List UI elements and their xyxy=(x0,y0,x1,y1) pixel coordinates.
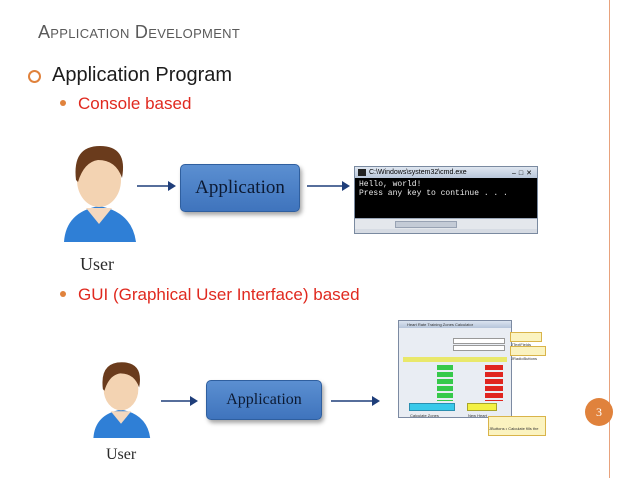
user-person-icon xyxy=(64,146,136,242)
gui-window: Heart Rate Training Zones Calculator Cal… xyxy=(398,320,512,418)
cmd-titlebar: C:\Windows\system32\cmd.exe –□✕ xyxy=(355,167,537,178)
gui-low-zone-cells xyxy=(437,365,453,401)
cmd-app-icon xyxy=(358,169,366,176)
bullet-gui-based-label: GUI (Graphical User Interface) based xyxy=(78,285,360,304)
arrow-right-icon xyxy=(137,181,176,191)
callout-radiobuttons: JRadioButtons xyxy=(510,346,546,361)
cmd-horizontal-scrollbar[interactable] xyxy=(355,218,537,229)
scrollbar-thumb[interactable] xyxy=(395,221,457,228)
gui-titlebar: Heart Rate Training Zones Calculator xyxy=(399,321,511,328)
gui-new-button[interactable]: New Heart xyxy=(467,403,497,418)
gui-zone-header xyxy=(403,357,507,362)
cmd-output: Hello, world! Press any key to continue … xyxy=(355,178,537,218)
gui-application-box: Application xyxy=(206,380,322,420)
bullet-console-based-label: Console based xyxy=(78,94,192,113)
callout-textfields: JTextFields xyxy=(510,332,542,347)
cmd-line: Hello, world! xyxy=(359,180,422,189)
gui-window-title: Heart Rate Training Zones Calculator xyxy=(407,322,474,327)
user-person-icon xyxy=(93,362,151,438)
console-user-label: User xyxy=(80,254,114,274)
cmd-title-text: C:\Windows\system32\cmd.exe xyxy=(369,169,467,176)
cmd-window: C:\Windows\system32\cmd.exe –□✕ Hello, w… xyxy=(354,166,538,234)
arrow-right-icon xyxy=(331,396,380,406)
ring-bullet-icon xyxy=(28,70,41,83)
gui-calculate-button[interactable]: Calculate Zones xyxy=(409,403,455,418)
bullet-console-based: Console based xyxy=(60,94,191,114)
arrow-right-icon xyxy=(307,181,350,191)
slide-right-rule xyxy=(609,0,610,478)
dot-bullet-icon xyxy=(60,99,66,106)
bullet-application-program-label: Application Program xyxy=(52,64,233,86)
bullet-gui-based: GUI (Graphical User Interface) based xyxy=(60,285,360,305)
gui-high-zone-cells xyxy=(485,365,503,401)
window-controls-icon[interactable]: –□✕ xyxy=(512,170,535,177)
gui-text-field[interactable] xyxy=(453,338,505,344)
dot-bullet-icon xyxy=(60,290,66,297)
gui-user-label: User xyxy=(106,446,137,463)
cmd-line: Press any key to continue . . . xyxy=(359,189,508,198)
callout-buttons: JButtons • Calculate fills the GUI . Run… xyxy=(488,416,546,436)
bullet-application-program: Application Program xyxy=(28,64,232,87)
arrow-right-icon xyxy=(161,396,198,406)
page-number-badge: 3 xyxy=(585,398,613,426)
gui-text-field[interactable] xyxy=(453,345,505,351)
slide-title: Application Development xyxy=(38,22,241,42)
console-application-box: Application xyxy=(180,164,300,212)
